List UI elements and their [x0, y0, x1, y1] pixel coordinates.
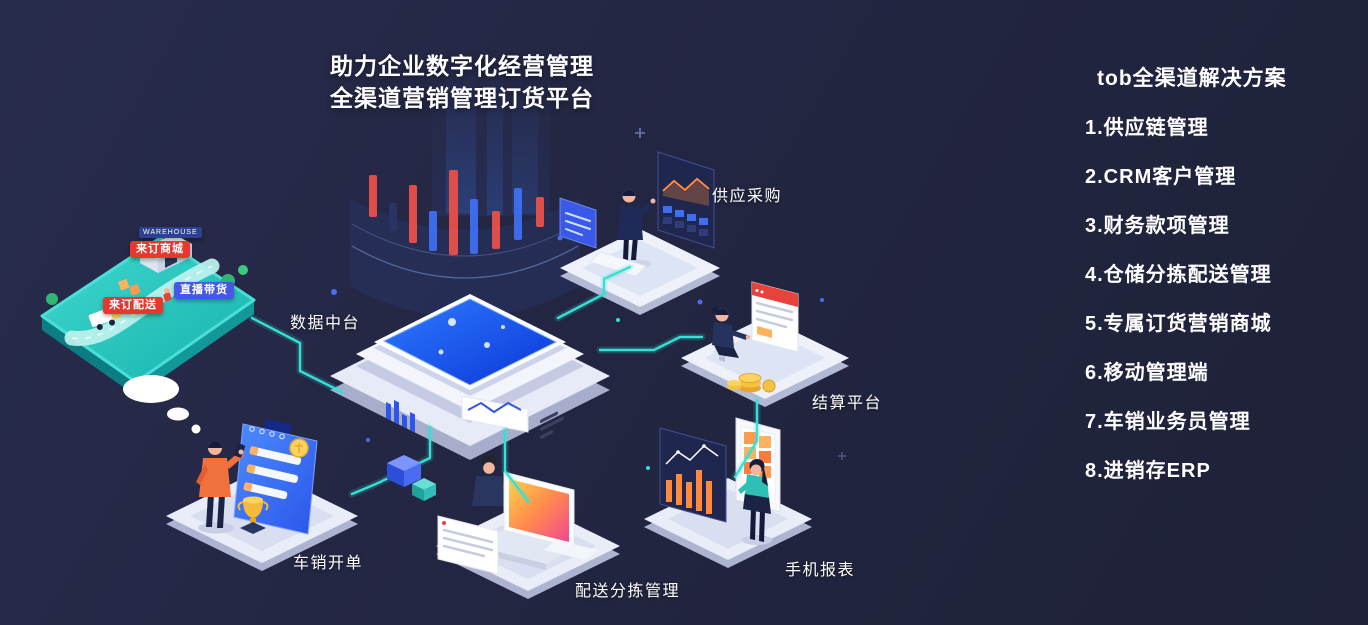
data-center-platform	[330, 294, 610, 460]
thought-bubbles	[123, 375, 201, 434]
front-bar-chart-decor	[386, 400, 415, 433]
person-figure	[738, 459, 772, 545]
decor-dots	[331, 128, 846, 470]
title-line2: 全渠道营销管理订货平台	[330, 85, 594, 111]
supply-platform	[559, 151, 720, 315]
solution-item-1: 1.供应链管理	[1085, 117, 1209, 139]
solutions-panel: tob全渠道解决方案 1.供应链管理 2.CRM客户管理 3.财务款项管理 4.…	[1085, 62, 1287, 496]
badge-mall: 来订商城	[130, 241, 190, 258]
label-mobile-report: 手机报表	[785, 562, 856, 579]
trophy	[237, 496, 269, 534]
solution-item-4: 4.仓储分拣配送管理	[1085, 264, 1272, 286]
label-vehicle-sales: 车销开单	[293, 555, 364, 572]
solution-item-2: 2.CRM客户管理	[1085, 166, 1237, 188]
hologram-chart	[350, 170, 580, 318]
solution-item-7: 7.车销业务员管理	[1085, 411, 1251, 433]
gold-coins	[727, 373, 776, 393]
person-figure	[712, 307, 751, 362]
person-figure	[196, 441, 246, 534]
front-dash-decor	[540, 411, 564, 439]
phone-mall-illustration	[40, 234, 256, 396]
warehouse-sign: WAREHOUSE	[139, 227, 202, 238]
settlement-platform	[681, 281, 849, 407]
delivery-sort-platform	[436, 455, 620, 599]
label-supply: 供应采购	[712, 188, 783, 205]
main-title: 助力企业数字化经营管理 全渠道营销管理订货平台	[252, 50, 672, 114]
solution-item-5: 5.专属订货营销商城	[1085, 313, 1272, 335]
solution-item-3: 3.财务款项管理	[1085, 215, 1230, 237]
badge-delivery: 来订配送	[103, 297, 163, 314]
solution-item-6: 6.移动管理端	[1085, 362, 1209, 384]
solution-item-8: 8.进销存ERP	[1085, 460, 1211, 482]
mobile-report-platform	[644, 417, 812, 568]
vehicle-sales-platform	[166, 419, 358, 571]
floating-cubes	[387, 455, 436, 501]
solutions-heading: tob全渠道解决方案	[1097, 67, 1287, 90]
title-line1: 助力企业数字化经营管理	[330, 53, 594, 79]
label-data-center: 数据中台	[290, 315, 361, 332]
label-delivery-sort: 配送分拣管理	[575, 583, 681, 600]
label-settlement: 结算平台	[812, 395, 883, 412]
badge-live: 直播带货	[174, 282, 234, 299]
